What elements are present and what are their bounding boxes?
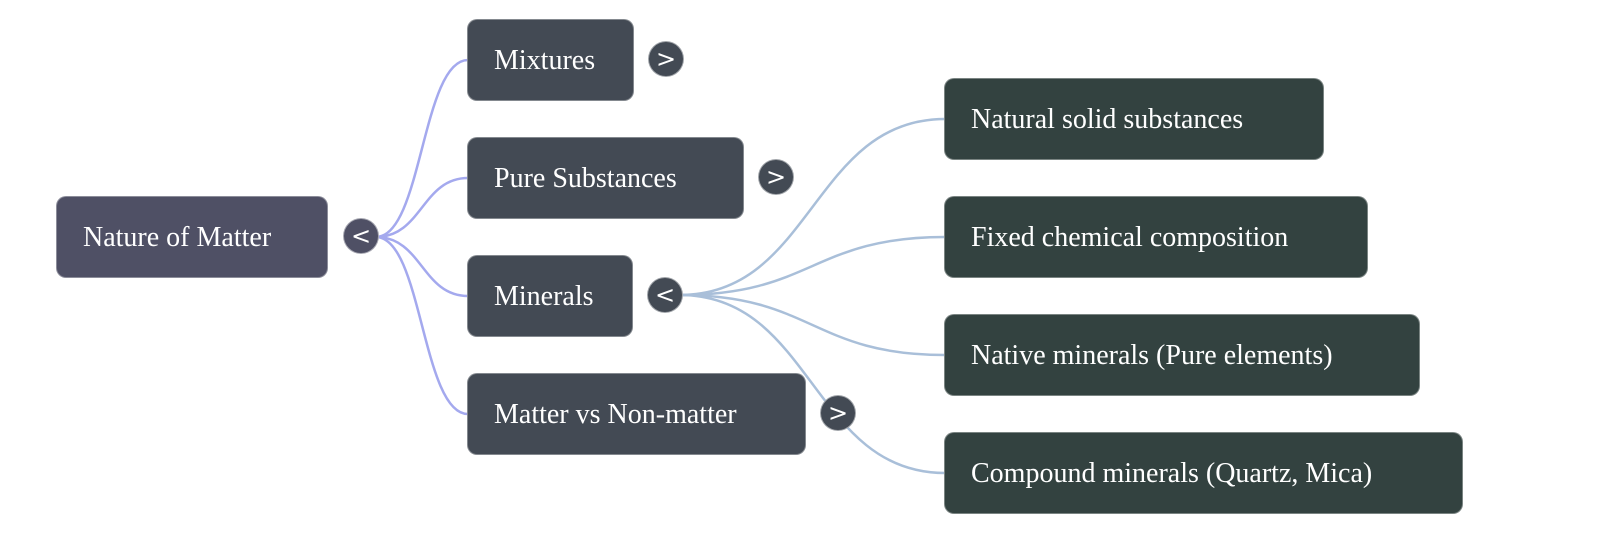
branch-node-label: Matter vs Non-matter: [494, 399, 737, 430]
leaf-node-compound-minerals[interactable]: Compound minerals (Quartz, Mica): [944, 432, 1463, 514]
matter-vs-non-matter-expand-toggle[interactable]: >: [820, 395, 856, 431]
edge-minerals-native: [679, 293, 946, 357]
expand-chevron-right-icon: >: [765, 163, 787, 191]
leaf-node-label: Natural solid substances: [971, 104, 1244, 135]
root-node-label: Nature of Matter: [83, 222, 272, 253]
collapse-chevron-left-icon: <: [350, 222, 372, 250]
branch-node-label: Mixtures: [494, 45, 596, 76]
pure-substances-expand-toggle[interactable]: >: [758, 159, 794, 195]
leaf-node-fixed-chemical-composition[interactable]: Fixed chemical composition: [944, 196, 1368, 278]
collapse-chevron-left-icon: <: [654, 281, 676, 309]
branch-node-label: Pure Substances: [494, 163, 677, 194]
expand-chevron-right-icon: >: [827, 399, 849, 427]
edge-root-mixtures: [375, 58, 469, 239]
leaf-node-native-minerals[interactable]: Native minerals (Pure elements): [944, 314, 1420, 396]
edge-minerals-fixed-composition: [679, 235, 946, 297]
leaf-node-label: Native minerals (Pure elements): [971, 340, 1333, 371]
edge-root-minerals: [375, 235, 469, 298]
leaf-node-label: Compound minerals (Quartz, Mica): [971, 458, 1373, 489]
expand-chevron-right-icon: >: [655, 45, 677, 73]
minerals-collapse-toggle[interactable]: <: [647, 277, 683, 313]
root-collapse-toggle[interactable]: <: [343, 218, 379, 254]
branch-node-matter-vs-non-matter[interactable]: Matter vs Non-matter: [467, 373, 806, 455]
mixtures-expand-toggle[interactable]: >: [648, 41, 684, 77]
branch-node-label: Minerals: [494, 281, 594, 312]
root-node[interactable]: Nature of Matter: [56, 196, 328, 278]
branch-node-pure-substances[interactable]: Pure Substances: [467, 137, 744, 219]
edge-root-pure-substances: [375, 176, 469, 239]
branch-node-minerals[interactable]: Minerals: [467, 255, 633, 337]
branch-node-mixtures[interactable]: Mixtures: [467, 19, 634, 101]
leaf-node-natural-solid-substances[interactable]: Natural solid substances: [944, 78, 1324, 160]
edge-root-matter-vs-non-matter: [375, 235, 469, 416]
leaf-node-label: Fixed chemical composition: [971, 222, 1289, 253]
